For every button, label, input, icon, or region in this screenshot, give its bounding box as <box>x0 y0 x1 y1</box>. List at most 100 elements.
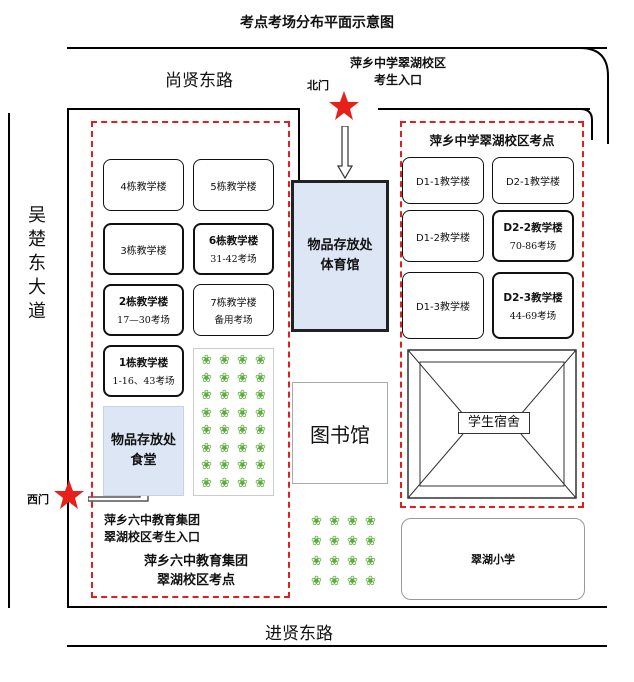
tree-icon: ❀ <box>255 423 266 438</box>
north-road-label: 尚贤东路 <box>165 71 233 91</box>
tree-icon: ❀ <box>237 353 248 368</box>
south-wall <box>67 606 607 608</box>
tree-icon: ❀ <box>255 405 266 421</box>
west-entrance-line: 萍乡六中教育集团 <box>104 513 201 527</box>
tree-icon: ❀ <box>201 423 212 438</box>
tree-icon: ❀ <box>365 514 376 529</box>
building-d1-3: D1-3教学楼 <box>402 272 484 339</box>
north-entrance-line: 考生入口 <box>373 73 422 87</box>
building-d1-1: D1-1教学楼 <box>402 157 484 204</box>
tree-icon: ❀ <box>237 370 248 386</box>
primary-school: 翠湖小学 <box>401 518 585 600</box>
north-road-line-left <box>67 47 607 49</box>
library-label: 图书馆 <box>310 422 370 447</box>
building-name: D1-2教学楼 <box>415 232 471 244</box>
tree-icon: ❀ <box>311 554 322 569</box>
inner-north-wall <box>67 108 300 110</box>
tree-icon: ❀ <box>237 475 248 491</box>
building-7: 7栋教学楼 备用考场 <box>193 284 274 336</box>
building-name: D2-3教学楼 <box>503 291 563 304</box>
tree-icon: ❀ <box>255 370 266 386</box>
gym-storage: 物品存放处 体育馆 <box>291 180 389 332</box>
canteen-storage: 物品存放处 食堂 <box>103 406 184 496</box>
primary-school-label: 翠湖小学 <box>471 553 515 566</box>
exam-room-range: 31-42考场 <box>210 254 257 265</box>
west-entrance-label: 萍乡六中教育集团 翠湖校区考生入口 <box>104 512 200 546</box>
tree-icon: ❀ <box>237 458 248 473</box>
left-campus-label-line: 萍乡六中教育集团 <box>143 554 248 569</box>
building-name: 2栋教学楼 <box>118 296 169 308</box>
tree-icon: ❀ <box>219 440 230 456</box>
tree-icon: ❀ <box>255 458 266 473</box>
west-wall <box>67 108 69 608</box>
north-entrance-line: 萍乡中学翠湖校区 <box>349 56 446 70</box>
west-gate-star-icon <box>54 480 84 509</box>
west-road-line <box>8 113 10 608</box>
building-1: 1栋教学楼 1-16、43考场 <box>103 345 184 397</box>
tree-icon: ❀ <box>201 388 212 403</box>
west-road-label: 吴 楚 东 大 道 <box>26 204 48 324</box>
tree-icon: ❀ <box>311 574 322 589</box>
building-name: D1-3教学楼 <box>415 302 471 313</box>
north-entrance-arrow-icon <box>337 126 353 180</box>
west-entrance-line: 翠湖校区考生入口 <box>104 530 201 544</box>
exam-room-range: 70-86考场 <box>509 241 557 252</box>
building-d2-3: D2-3教学楼 44-69考场 <box>492 272 574 339</box>
gym-label: 体育馆 <box>320 258 360 273</box>
building-name: 3栋教学楼 <box>120 245 167 257</box>
left-campus-label: 萍乡六中教育集团 翠湖校区考点 <box>116 552 276 590</box>
library: 图书馆 <box>292 382 388 484</box>
tree-icon: ❀ <box>237 423 248 438</box>
tree-icon: ❀ <box>329 554 340 569</box>
west-road-char: 东 <box>28 253 46 274</box>
middle-divider <box>298 108 300 180</box>
exam-room-range: 1-16、43考场 <box>112 376 175 387</box>
building-name: 6栋教学楼 <box>208 235 259 247</box>
tree-icon: ❀ <box>255 353 266 368</box>
map-title: 考点考场分布平面示意图 <box>240 15 394 31</box>
tree-icon: ❀ <box>255 388 266 403</box>
tree-icon: ❀ <box>237 405 248 421</box>
storage-label: 物品存放处 <box>307 238 373 253</box>
tree-icon: ❀ <box>201 353 212 368</box>
building-name: 7栋教学楼 <box>210 298 257 309</box>
inner-north-curve <box>580 108 593 140</box>
tree-icon: ❀ <box>219 405 230 421</box>
tree-icon: ❀ <box>237 388 248 403</box>
building-name: 5栋教学楼 <box>210 181 257 193</box>
tree-icon: ❀ <box>201 370 212 386</box>
building-name: D2-2教学楼 <box>503 222 563 234</box>
tree-icon: ❀ <box>347 514 358 529</box>
building-6: 6栋教学楼 31-42考场 <box>193 223 274 275</box>
exam-room-range: 17—30考场 <box>117 315 170 326</box>
exam-room-range: 备用考场 <box>214 315 253 326</box>
west-road-char: 道 <box>28 301 46 322</box>
tree-area-left <box>193 348 274 496</box>
north-entrance-label: 萍乡中学翠湖校区 考生入口 <box>338 55 458 89</box>
tree-icon: ❀ <box>237 440 248 456</box>
building-2: 2栋教学楼 17—30考场 <box>103 284 184 336</box>
tree-icon: ❀ <box>347 574 358 589</box>
tree-icon: ❀ <box>311 534 322 549</box>
tree-icon: ❀ <box>219 353 230 368</box>
left-campus-label-line: 翠湖校区考点 <box>156 573 235 588</box>
tree-icon: ❀ <box>329 534 340 549</box>
tree-icon: ❀ <box>329 514 340 529</box>
tree-icon: ❀ <box>311 514 322 529</box>
building-3: 3栋教学楼 <box>103 223 184 275</box>
building-d2-2: D2-2教学楼 70-86考场 <box>492 210 574 262</box>
building-name: 4栋教学楼 <box>120 181 167 193</box>
building-d2-1: D2-1教学楼 <box>492 157 574 204</box>
right-campus-label: 萍乡中学翠湖校区考点 <box>429 133 555 148</box>
north-road-curve <box>580 47 609 144</box>
west-gate-label: 西门 <box>27 493 49 506</box>
building-name: D2-1教学楼 <box>505 177 561 188</box>
inner-north-wall-right <box>378 108 590 110</box>
south-road-label: 进贤东路 <box>265 624 333 644</box>
tree-icon: ❀ <box>219 458 230 473</box>
dormitory-label: 学生宿舍 <box>458 412 530 434</box>
tree-icon: ❀ <box>201 405 212 421</box>
north-gate-star-icon <box>329 91 359 120</box>
building-4: 4栋教学楼 <box>103 159 184 211</box>
tree-icon: ❀ <box>255 440 266 456</box>
